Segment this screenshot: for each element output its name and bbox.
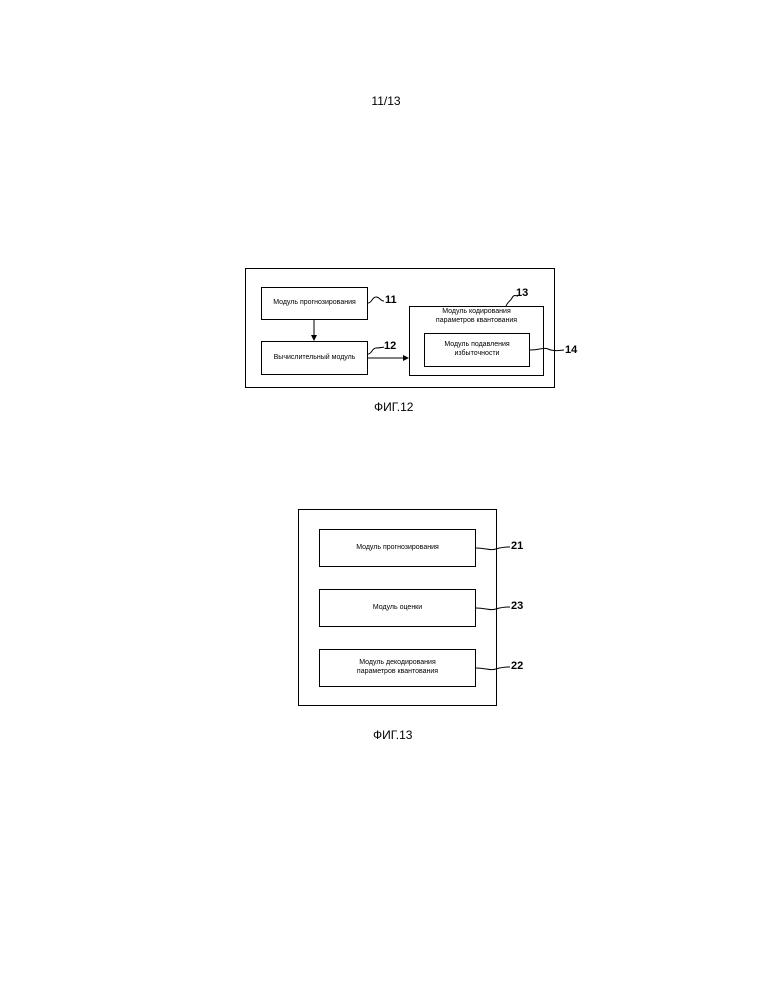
fig12-ref-13: 13 (516, 287, 528, 299)
fig12-prediction-module-label: Модуль прогнозирования (261, 287, 368, 320)
fig12-ref-14: 14 (565, 344, 577, 356)
fig13-ref-22: 22 (511, 660, 523, 672)
fig13-estimation-module-label: Модуль оценки (319, 589, 476, 627)
fig13-ref-23: 23 (511, 600, 523, 612)
fig12-caption: ФИГ.12 (374, 400, 413, 414)
fig12-ref-11: 11 (385, 294, 397, 306)
fig13-ref-21: 21 (511, 540, 523, 552)
fig13-prediction-module-label: Модуль прогнозирования (319, 529, 476, 567)
fig12-ref-12: 12 (384, 340, 396, 352)
fig12-compute-module-label: Вычислительный модуль (261, 341, 368, 375)
page-number: 11/13 (0, 94, 772, 108)
fig12-coding-module-label: Модуль кодирования параметров квантовани… (409, 307, 544, 327)
fig12-redundancy-module-label: Модуль подавления избыточности (424, 333, 530, 367)
fig13-decoding-module-label: Модуль декодирования параметров квантова… (319, 649, 476, 687)
fig13-caption: ФИГ.13 (373, 728, 412, 742)
